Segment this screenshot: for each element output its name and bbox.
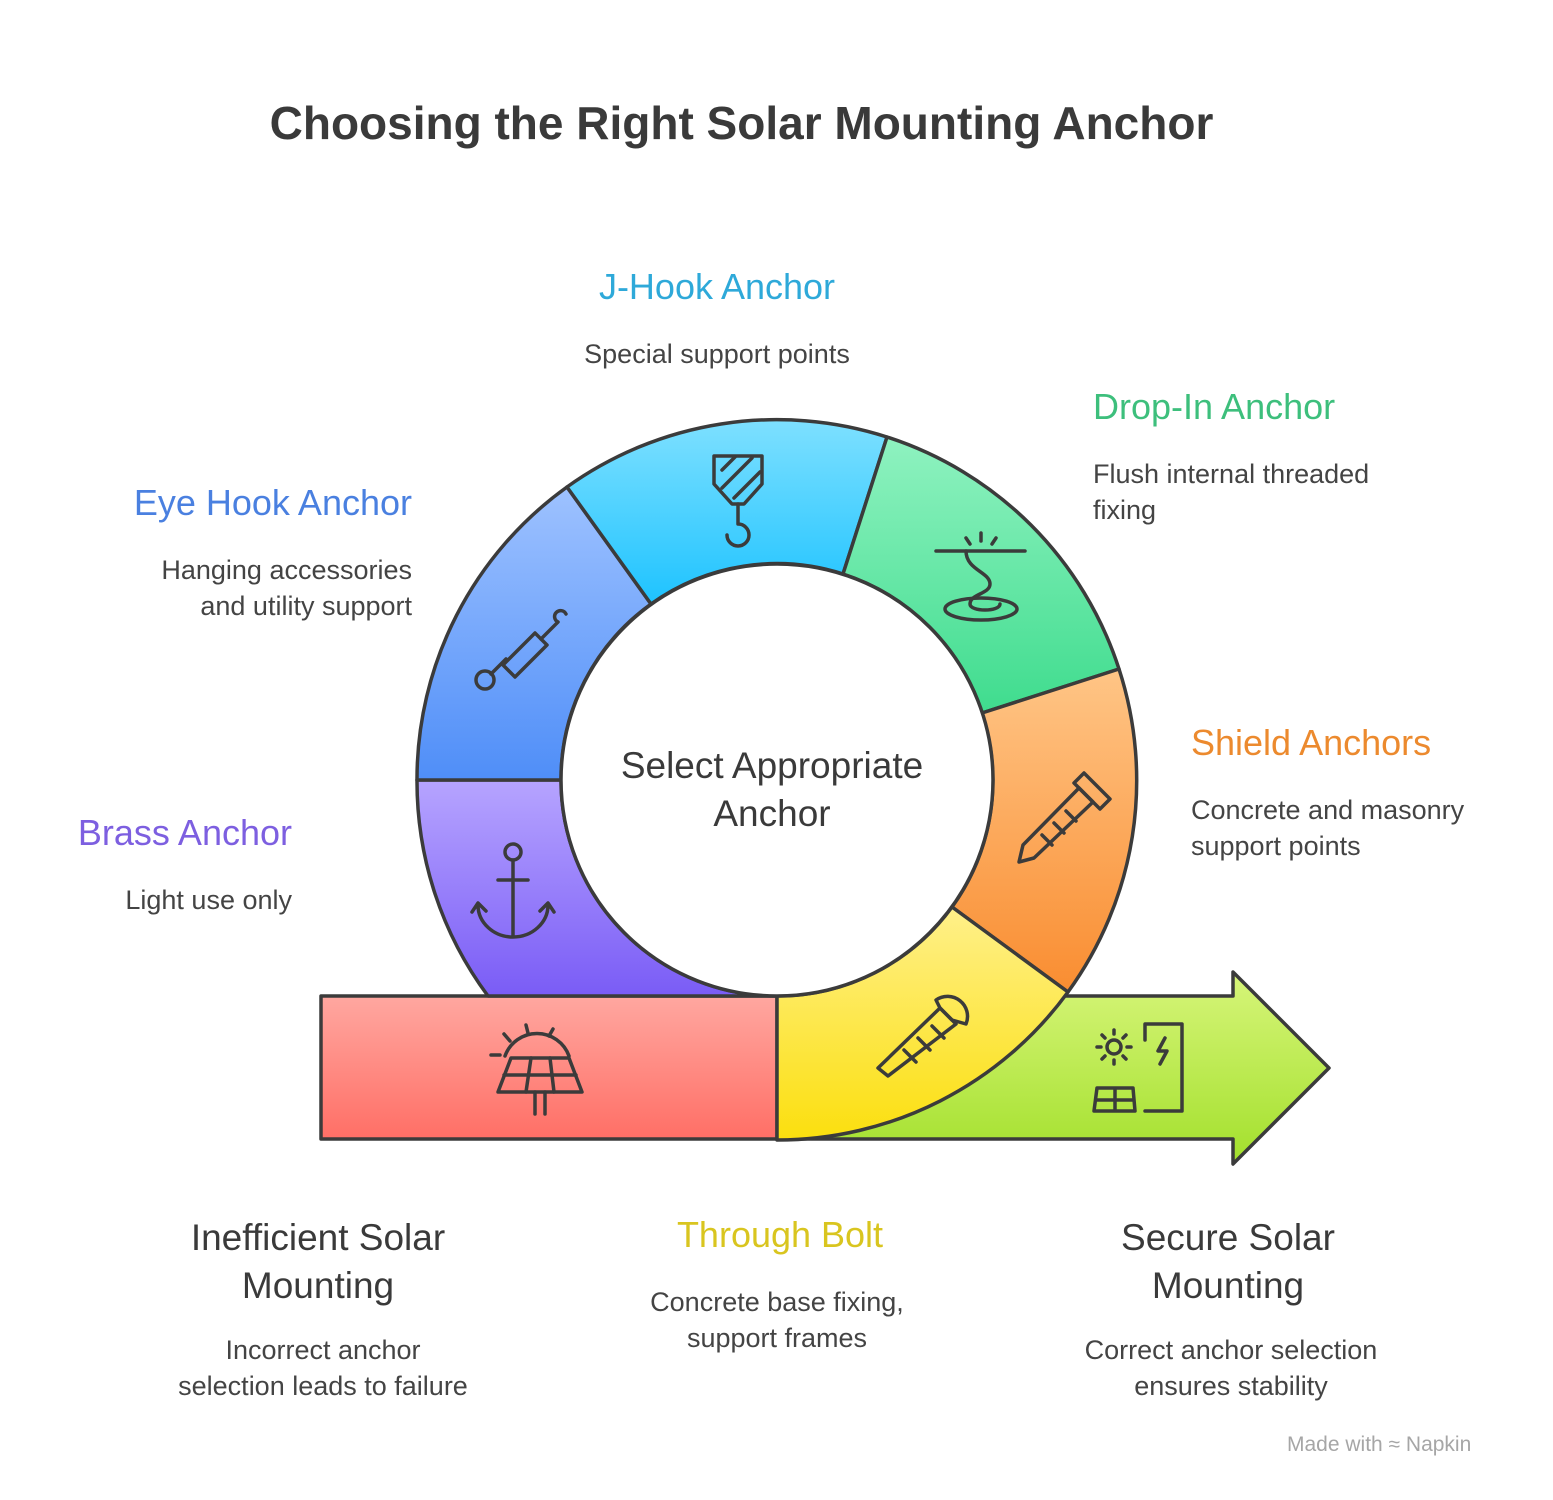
drop-in-anchor-label: Drop-In Anchor [1093, 386, 1336, 427]
shield-anchors-desc-line: support points [1191, 831, 1361, 861]
through-bolt-desc-line: Concrete base fixing, [650, 1287, 904, 1317]
center-label-line: Select Appropriate [620, 745, 924, 786]
center-label: Select Appropriate Anchor [572, 742, 972, 838]
through-bolt-desc: Concrete base fixing, support frames [577, 1284, 977, 1356]
crane-hook-icon [712, 454, 764, 548]
shield-anchors-desc: Concrete and masonry support points [1191, 792, 1464, 864]
inefficient-bar [319, 994, 779, 1141]
brass-anchor-label: Brass Anchor [77, 812, 292, 853]
inefficient-mounting-desc: Incorrect anchor selection leads to fail… [123, 1332, 523, 1404]
drop-in-anchor-icon [934, 531, 1027, 622]
secure-mounting-desc-line: Correct anchor selection [1084, 1335, 1378, 1365]
inefficient-mounting-title-line: Mounting [241, 1265, 395, 1306]
page-title: Choosing the Right Solar Mounting Anchor [269, 97, 1214, 149]
eye-hook-anchor-label: Eye Hook Anchor [133, 482, 412, 523]
drop-in-anchor-desc-line: Flush internal threaded [1093, 459, 1370, 489]
through-bolt-label: Through Bolt [676, 1214, 884, 1255]
secure-mounting-desc: Correct anchor selection ensures stabili… [1031, 1332, 1431, 1404]
inefficient-mounting-title-line: Inefficient Solar [190, 1217, 446, 1258]
screw-icon [1017, 771, 1112, 864]
eye-hook-anchor-desc-line: Hanging accessories [161, 555, 412, 585]
eye-hook-icon [474, 608, 568, 691]
j-hook-anchor-label: J-Hook Anchor [598, 266, 836, 307]
secure-mounting-desc-line: ensures stability [1134, 1371, 1328, 1401]
secure-mounting-title-line: Mounting [1151, 1265, 1305, 1306]
drop-in-anchor-desc-line: fixing [1093, 495, 1157, 525]
shield-anchors-label: Shield Anchors [1191, 722, 1432, 763]
eye-hook-anchor-desc: Hanging accessories and utility support [60, 552, 412, 624]
secure-mounting-title-line: Secure Solar [1121, 1217, 1335, 1258]
inefficient-mounting-desc-line: Incorrect anchor [225, 1335, 421, 1365]
solar-panel-sun-icon [489, 1023, 584, 1116]
drop-in-anchor-desc: Flush internal threaded fixing [1093, 456, 1369, 528]
brass-anchor-desc: Light use only [125, 885, 292, 915]
made-with-napkin-watermark: Made with ≈ Napkin [1287, 1433, 1472, 1456]
eye-hook-anchor-desc-line: and utility support [200, 591, 412, 621]
bolt-icon [876, 994, 970, 1078]
center-circle [559, 562, 995, 998]
inefficient-mounting-desc-line: selection leads to failure [178, 1371, 468, 1401]
solar-battery-icon [1092, 1022, 1184, 1113]
through-bolt-desc-line: support frames [686, 1323, 868, 1353]
inefficient-mounting-title: Inefficient Solar Mounting [118, 1214, 518, 1310]
anchor-icon [470, 842, 556, 939]
j-hook-anchor-desc: Special support points [584, 339, 850, 369]
secure-mounting-title: Secure Solar Mounting [1028, 1214, 1428, 1310]
center-label-line: Anchor [713, 793, 831, 834]
shield-anchors-desc-line: Concrete and masonry [1191, 795, 1465, 825]
